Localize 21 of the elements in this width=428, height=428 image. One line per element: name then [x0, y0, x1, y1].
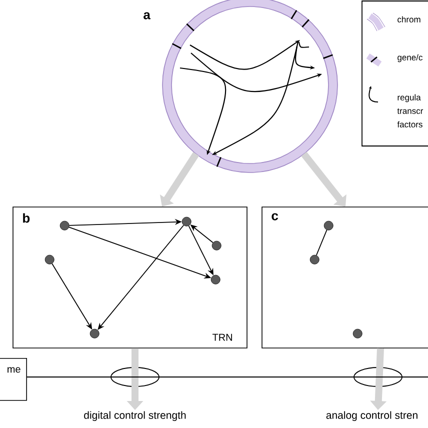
panel-letter: b	[23, 213, 30, 223]
panel-letter: a	[144, 12, 150, 20]
legend-text: gene/c	[398, 54, 422, 62]
network-node	[324, 220, 334, 230]
network-node	[44, 254, 54, 264]
network-node	[210, 274, 220, 284]
network-node	[60, 220, 70, 230]
chromosome-ring	[162, 0, 338, 173]
arrow	[98, 224, 184, 330]
output-label: analog control stren	[326, 411, 418, 421]
system-box: me	[0, 358, 27, 401]
panel-letter: c	[272, 213, 278, 220]
network-node	[352, 328, 362, 338]
legend-text: chrom	[398, 16, 420, 22]
legend-text: regula transcr factors	[397, 94, 424, 128]
output-label: digital control strength	[84, 411, 186, 421]
network-node	[212, 240, 222, 250]
network-node	[310, 254, 320, 264]
network-node	[90, 328, 100, 338]
network-label: TRN	[212, 334, 232, 341]
network-node	[182, 216, 192, 226]
